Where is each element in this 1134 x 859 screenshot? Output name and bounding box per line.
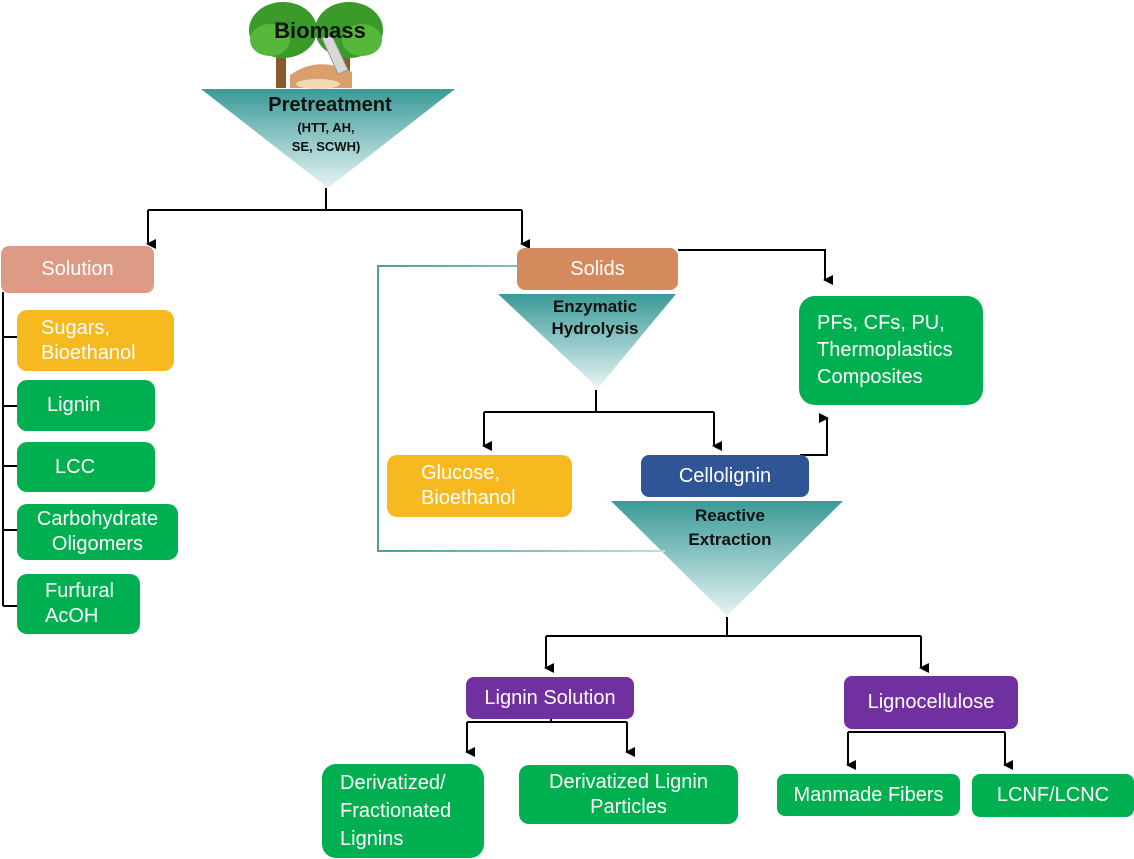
wood-chips-icon	[296, 79, 340, 89]
node-furfural-acoh: Furfural AcOH	[17, 574, 140, 634]
node-lignin-solution: Lignin Solution	[466, 677, 634, 719]
biomass-label: Biomass	[274, 18, 366, 43]
node-manmade-fibers: Manmade Fibers	[777, 774, 960, 816]
node-carbohydrate-oligomers: Carbohydrate Oligomers	[17, 504, 178, 560]
enzymatic-hydrolysis-label: Enzymatic Hydrolysis	[551, 297, 639, 338]
enzymatic-hydrolysis-funnel	[498, 294, 676, 388]
tree-trunk-left	[276, 52, 286, 88]
pretreatment-title: Pretreatment	[268, 94, 392, 116]
node-lignin: Lignin	[17, 380, 155, 431]
node-cellolignin: Cellolignin	[641, 455, 809, 497]
node-derivatized-lignin-particles: Derivatized Lignin Particles	[519, 765, 738, 824]
pretreatment-funnel	[201, 89, 455, 188]
node-solids: Solids	[517, 248, 678, 290]
node-lcc: LCC	[17, 442, 155, 492]
node-solution: Solution	[1, 246, 154, 293]
pretreatment-methods: (HTT, AH, SE, SCWH)	[291, 120, 361, 154]
node-glucose-bioethanol: Glucose, Bioethanol	[387, 455, 572, 517]
reactive-extraction-funnel	[611, 501, 843, 616]
reactive-extraction-label: Reactive Extraction	[688, 506, 772, 549]
arrow-cellolignin-to-pfs	[800, 413, 829, 456]
axe-blade-icon	[321, 35, 349, 75]
recycle-feedback-line	[377, 265, 665, 552]
node-lignocellulose: Lignocellulose	[844, 676, 1018, 729]
node-lcnf-lcnc: LCNF/LCNC	[972, 774, 1134, 817]
arrow-solids-to-pfs	[678, 249, 833, 285]
node-derivatized-fractionated-lignins: Derivatized/ Fractionated Lignins	[322, 764, 484, 858]
node-sugars-bioethanol: Sugars, Bioethanol	[17, 310, 174, 371]
trees-wood-chips-icon	[249, 2, 383, 89]
node-pfs-cfs-pu-composites: PFs, CFs, PU, Thermoplastics Composites	[799, 296, 983, 405]
